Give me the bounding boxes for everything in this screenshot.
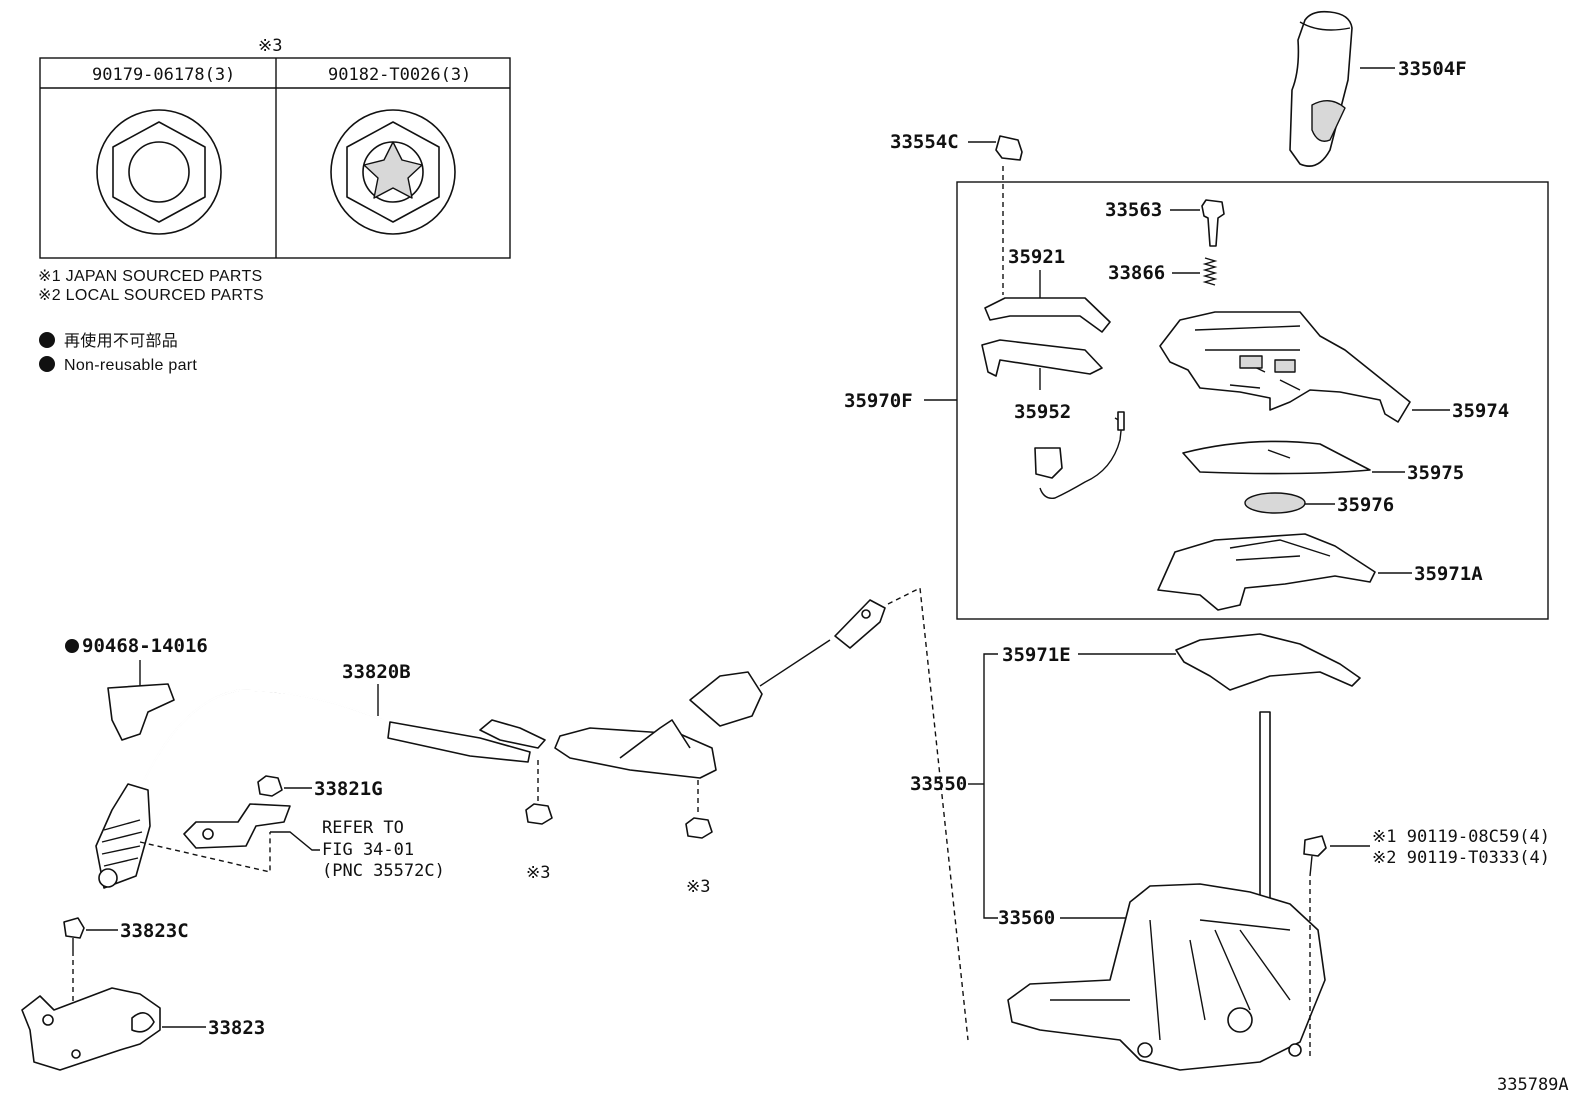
cap-part (995, 135, 1023, 161)
label-35921: 35921 (1008, 246, 1065, 268)
label-33504F: 33504F (1398, 58, 1467, 80)
label-90468-14016: 90468-14016 (82, 635, 208, 657)
nut-part (257, 775, 283, 797)
label-35974: 35974 (1452, 400, 1509, 422)
refer-line-2: FIG 34-01 (322, 840, 414, 860)
flange-nut-part (525, 803, 553, 825)
label-mark3-right: ※3 (686, 877, 710, 897)
bolt-part (1303, 835, 1327, 877)
lens-part (1244, 492, 1306, 514)
label-35952: 35952 (1014, 401, 1071, 423)
label-33560: 33560 (998, 907, 1055, 929)
label-35971E: 35971E (1002, 644, 1071, 666)
indicator-housing-part (1159, 311, 1411, 423)
label-33823C: 33823C (120, 920, 189, 942)
bracket-bolt-part (63, 917, 85, 956)
label-35971A: 35971A (1414, 563, 1483, 585)
spring-part (1202, 257, 1218, 286)
wire-harness-part (1034, 411, 1125, 499)
hex-nut-lock-icon (330, 109, 456, 235)
button-part (1201, 199, 1225, 247)
note-nonreusable-jp: 再使用不可部品 (64, 332, 178, 350)
hex-nut-plain-icon (96, 109, 222, 235)
mounting-bracket-part (21, 987, 161, 1071)
refer-line-3: (PNC 35572C) (322, 861, 445, 881)
fastener-legend-table: ※3 90179-06178(3) 90182-T0026(3) (39, 36, 511, 259)
lower-cover-part (1175, 633, 1361, 691)
bullet-icon (39, 332, 55, 348)
nonreusable-bullet-icon (65, 639, 79, 653)
note-local-sourced: ※2 LOCAL SOURCED PARTS (38, 287, 264, 304)
legend-col1-label: 90179-06178(3) (92, 65, 235, 85)
legend-group-mark: ※3 (258, 36, 282, 56)
note-japan-sourced: ※1 JAPAN SOURCED PARTS (38, 268, 263, 285)
label-35970F: 35970F (844, 390, 913, 412)
slider-plate-lower-part (981, 339, 1103, 377)
cable-bracket-part (183, 803, 291, 849)
shift-knob (1289, 10, 1353, 167)
clip-part (107, 683, 175, 741)
slider-plate-part (984, 297, 1111, 333)
flange-nut-part (685, 817, 713, 839)
shift-lever-base-part (1007, 711, 1326, 1071)
shift-cable-part (95, 599, 886, 889)
upper-cover-part (1157, 533, 1376, 611)
figure-code: 335789A (1497, 1075, 1569, 1095)
bullet-icon (39, 356, 55, 372)
notes: ※1 JAPAN SOURCED PARTS ※2 LOCAL SOURCED … (38, 268, 264, 374)
label-33820B: 33820B (342, 661, 411, 683)
label-35976: 35976 (1337, 494, 1394, 516)
note-nonreusable-en: Non-reusable part (64, 357, 197, 374)
label-33823: 33823 (208, 1017, 265, 1039)
label-33550: 33550 (910, 773, 967, 795)
label-mark3-left: ※3 (526, 863, 550, 883)
label-33563: 33563 (1105, 199, 1162, 221)
label-35975: 35975 (1407, 462, 1464, 484)
label-bolt-local: ※2 90119-T0333(4) (1372, 848, 1550, 868)
label-bolt-japan: ※1 90119-08C59(4) (1372, 827, 1550, 847)
indicator-plate-part (1182, 440, 1371, 475)
legend-col2-label: 90182-T0026(3) (328, 65, 471, 85)
refer-line-1: REFER TO (322, 818, 404, 838)
label-33821G: 33821G (314, 778, 383, 800)
label-33554C: 33554C (890, 131, 959, 153)
label-33866: 33866 (1108, 262, 1165, 284)
